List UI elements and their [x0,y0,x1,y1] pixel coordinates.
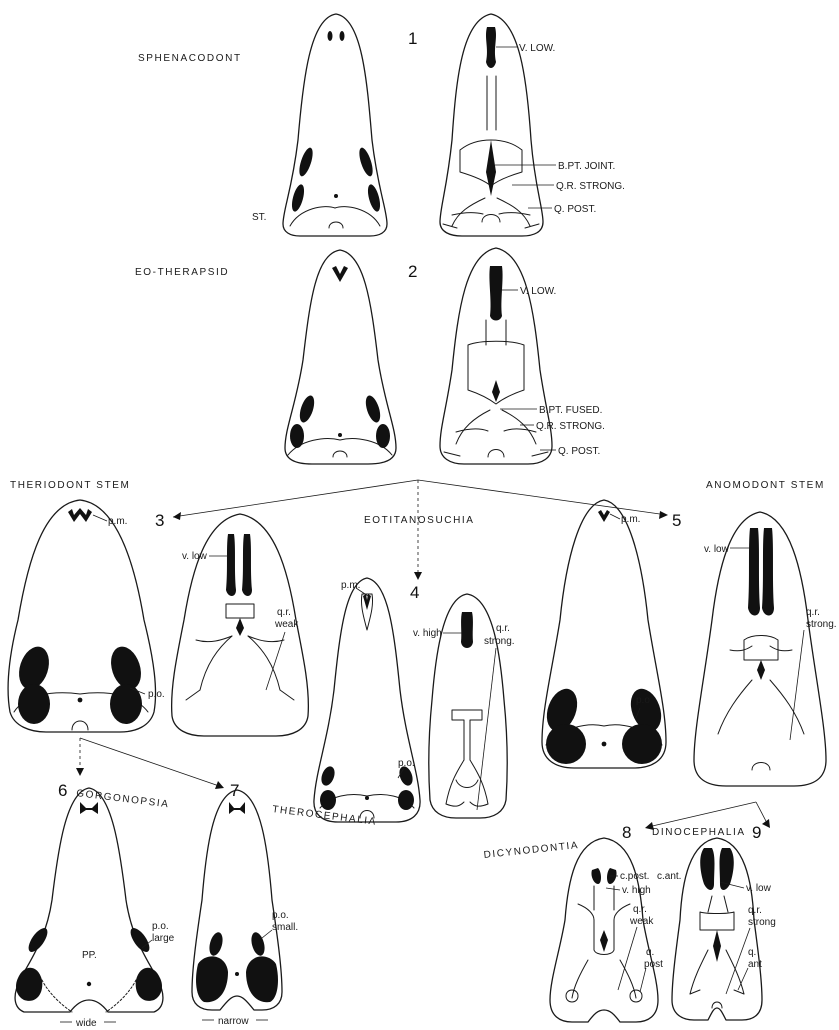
label-6-pp: PP. [82,950,97,961]
label-8-cpost: c.post. [620,871,649,882]
group-label-anomodont-stem: ANOMODONT STEM [706,480,825,491]
skull-1-dorsal [283,14,387,236]
group-label-gorgonopsia: GORGONOPSIA [76,788,170,810]
edge-2-5 [418,480,667,515]
arrow-edge-2-3 [173,512,181,520]
edges-lower [76,738,770,830]
label-2-qr: Q.R. STRONG. [536,421,605,432]
node-number-9: 9 [752,823,761,842]
label-4-pm: p.m. [341,580,360,591]
label-6-large: large [152,933,175,944]
label-9-strong: strong [748,917,776,928]
arrow-edge-3-6 [76,768,84,776]
label-4-vhigh: v. high [413,628,442,639]
arrow-edge-2-5 [659,511,668,519]
label-1-vlow: V. LOW. [519,43,555,54]
leader-5-qr [790,630,804,740]
label-2-q: Q. POST. [558,446,600,457]
leader-9-qr [726,928,750,994]
label-8-q: q. [646,947,654,958]
skull-5-dorsal [541,500,666,768]
leader-5-pm [610,514,620,519]
label-8-post: post [644,959,663,970]
group-label-eo-therapsid: EO-THERAPSID [135,267,229,278]
label-9-qr: q.r. [748,905,762,916]
group-label-eotitanosuchia: EOTITANOSUCHIA [364,515,475,526]
label-5-po: p.o [636,695,650,706]
label-5-strong: strong. [806,619,837,630]
edge-2-3 [173,480,418,517]
label-5-vlow: v. low [704,544,730,555]
leader-3-pm [93,515,107,521]
label-6-wide: wide [75,1018,97,1029]
label-3-po: p.o. [148,689,165,700]
skull-8-palatal [550,838,658,1022]
label-5-pm: p.m. [621,514,640,525]
node-number-2: 2 [408,262,417,281]
label-5-qr: q.r. [806,607,820,618]
label-8-weak: weak [629,916,654,927]
skull-4-dorsal [314,578,420,822]
label-1-qr: Q.R. STRONG. [556,181,625,192]
skull-2-dorsal [285,250,396,464]
group-label-dinocephalia: DINOCEPHALIA [652,827,746,838]
label-8-qr: q.r. [633,904,647,915]
node-number-5: 5 [672,511,681,530]
leader-8-vhigh [606,888,620,890]
node-number-3: 3 [155,511,164,530]
label-3-vlow: v. low [182,551,208,562]
label-7-narrow: narrow [218,1016,249,1027]
label-4-strong: strong. [484,636,515,647]
label-8-vhigh: v. high [622,885,651,896]
label-7-po: p.o. [272,910,289,921]
skull-7-dorsal [192,790,282,1010]
label-st: ST. [252,212,266,223]
label-1-q: Q. POST. [554,204,596,215]
label-2-vlow: V. LOW. [520,286,556,297]
label-8-cant: c.ant. [657,871,681,882]
label-7-small: small. [272,922,298,933]
leader-8-q [640,968,646,992]
group-label-dicynodontia: DICYNODONTIA [483,840,579,861]
node-number-4: 4 [410,583,419,602]
arrow-edge-2-4 [414,572,422,580]
label-9-ant: ant [748,959,762,970]
group-label-sphenacodont: SPHENACODONT [138,53,242,64]
skull-6-dorsal [15,788,163,1012]
leader-7-po [262,930,272,938]
edge-3-7 [80,738,222,787]
skull-3-dorsal [8,500,155,732]
label-1-bpt: B.PT. JOINT. [558,161,615,172]
node-number-6: 6 [58,781,67,800]
label-3-qr: q.r. [277,607,291,618]
label-9-q: q. [748,947,756,958]
label-9-vlow: v. low [746,883,772,894]
label-4-qr: q.r. [496,623,510,634]
node-number-8: 8 [622,823,631,842]
group-label-theriodont-stem: THERIODONT STEM [10,480,130,491]
label-6-po: p.o. [152,921,169,932]
edge-5-8 [648,802,756,827]
leader-4-qr [477,648,496,810]
label-4-po: p.o. [398,758,415,769]
label-3-pm: p.m. [108,516,127,527]
skull-9-palatal [672,838,762,1020]
label-3-weak: weak [274,619,299,630]
node-number-1: 1 [408,29,417,48]
label-2-bpt: B.PT. FUSED. [539,405,602,416]
leader-8-qr [618,927,637,990]
